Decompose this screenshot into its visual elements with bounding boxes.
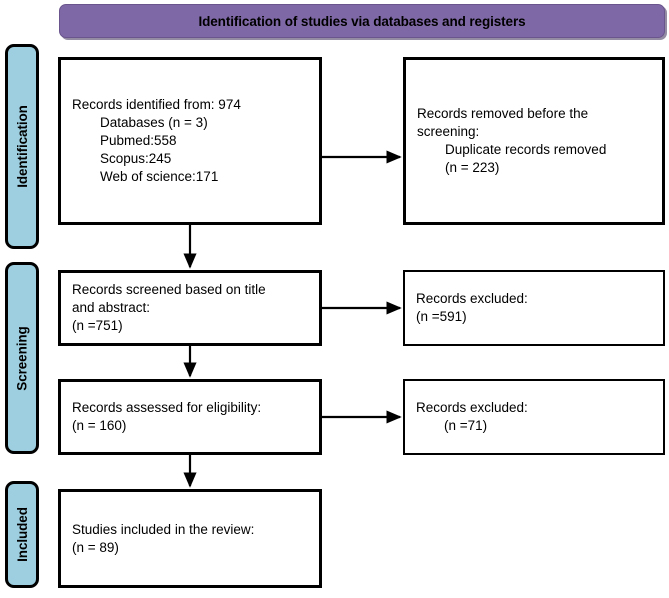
text-line: (n = 89) — [72, 539, 119, 555]
stage-tab-identification-label: Identification — [14, 105, 30, 188]
box-records-excluded-screening-text: Records excluded: (n =591) — [405, 290, 663, 326]
text-line: Records assessed for eligibility: — [72, 400, 262, 416]
text-line: Records removed before the — [417, 106, 589, 122]
text-line: Web of science:171 — [100, 168, 219, 184]
text-line: and abstract: — [72, 300, 151, 316]
text-line: Records identified from: 974 — [72, 97, 241, 113]
box-records-removed: Records removed before the screening: Dupl… — [403, 57, 665, 225]
box-records-excluded-eligibility-text: Records excluded: (n =71) — [405, 399, 663, 435]
stage-tab-screening-label: Screening — [14, 325, 30, 391]
box-studies-included-text: Studies included in the review: (n = 89) — [61, 521, 319, 557]
text-line: (n =751) — [72, 317, 123, 333]
text-line: screening: — [417, 124, 480, 140]
text-line: Scopus:245 — [100, 150, 172, 166]
phase-banner-label: Identification of studies via databases … — [198, 13, 526, 29]
text-line: Records screened based on title — [72, 282, 266, 298]
text-line: (n = 223) — [445, 159, 500, 175]
box-records-excluded-screening: Records excluded: (n =591) — [403, 270, 665, 346]
text-line: Records excluded: — [416, 291, 528, 307]
stage-tab-included-label: Included — [14, 507, 30, 562]
stage-tab-included: Included — [5, 481, 39, 588]
text-line: Records excluded: — [416, 400, 528, 416]
box-records-assessed-eligibility-text: Records assessed for eligibility: (n = 16… — [61, 399, 319, 435]
box-records-removed-text: Records removed before the screening: Dupl… — [406, 105, 662, 177]
text-line: (n =71) — [444, 418, 488, 433]
text-line: (n =591) — [416, 309, 467, 324]
box-records-screened-text: Records screened based on title and abstr… — [61, 281, 319, 335]
box-records-assessed-eligibility: Records assessed for eligibility: (n = 16… — [58, 379, 322, 455]
box-records-screened: Records screened based on title and abstr… — [58, 270, 322, 346]
text-line: Duplicate records removed — [445, 142, 607, 157]
phase-banner-identification: Identification of studies via databases … — [59, 4, 665, 38]
box-studies-included: Studies included in the review: (n = 89) — [58, 489, 322, 588]
stage-tab-identification: Identification — [5, 44, 39, 249]
box-records-excluded-eligibility: Records excluded: (n =71) — [403, 379, 665, 455]
text-line: Studies included in the review: — [72, 521, 255, 537]
text-line: Pubmed:558 — [100, 133, 177, 149]
text-line: Databases (n = 3) — [100, 115, 208, 131]
stage-tab-screening: Screening — [5, 262, 39, 454]
text-line: (n = 160) — [72, 418, 127, 433]
